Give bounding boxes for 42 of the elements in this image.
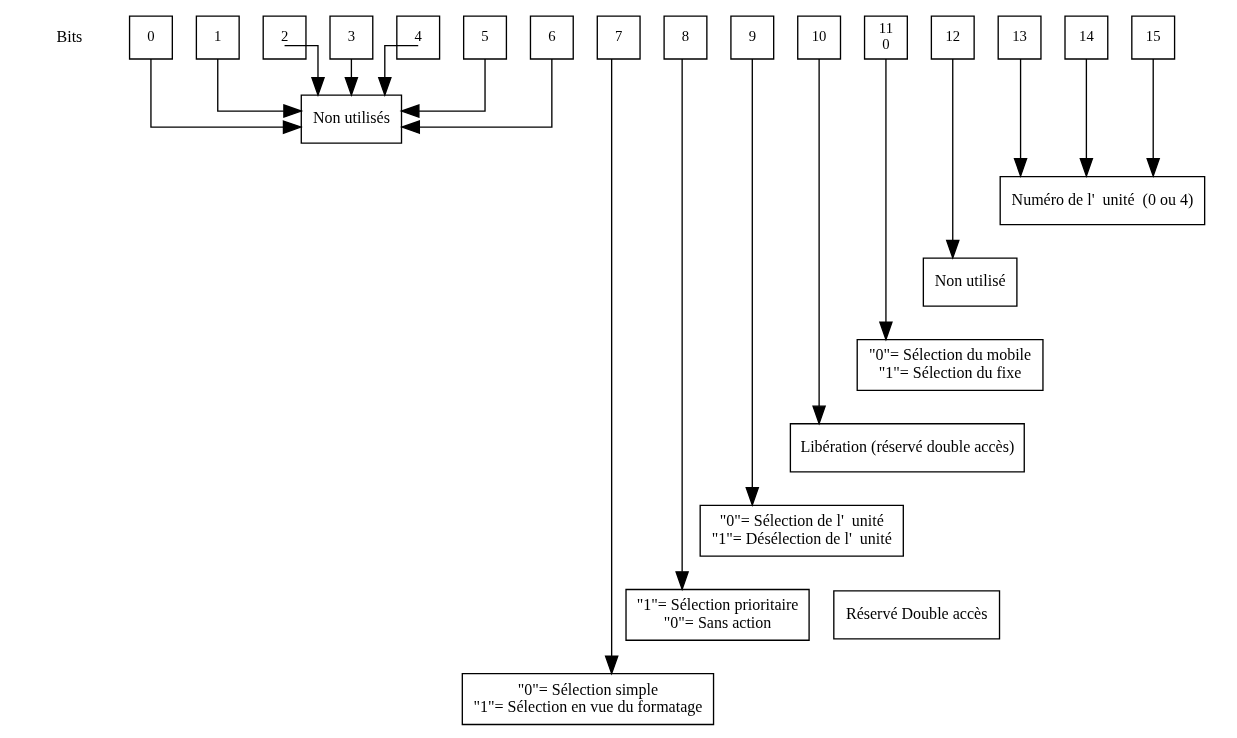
arrow xyxy=(399,58,552,135)
node-box: 2 xyxy=(262,15,307,60)
node-box: Libération (réservé double accès) xyxy=(789,423,1025,473)
node-box: 1 xyxy=(195,15,240,60)
node-box: "1"= Sélection prioritaire "0"= Sans action xyxy=(624,588,810,641)
arrow xyxy=(377,44,419,98)
arrow xyxy=(945,58,960,260)
arrow xyxy=(283,44,325,98)
arrow xyxy=(1078,58,1093,178)
arrow xyxy=(878,58,893,342)
node-box: 0 xyxy=(128,15,173,60)
arrow xyxy=(674,58,689,592)
node-box: "0"= Sélection du mobile "1"= Sélection du fixe xyxy=(856,338,1044,392)
arrow xyxy=(399,58,486,119)
arrow xyxy=(1145,58,1160,178)
node-box: 10 xyxy=(796,15,841,60)
label: Bits xyxy=(56,27,82,45)
arrow xyxy=(343,58,358,98)
node-box: 7 xyxy=(596,15,641,60)
node-box: 5 xyxy=(462,15,507,60)
node-box: Réservé Double accès xyxy=(832,590,1000,640)
node-box: Non utilisés xyxy=(300,94,402,144)
node-box: "0"= Sélection de l' unité "1"= Désélection de l' unité xyxy=(699,504,904,557)
arrow xyxy=(744,58,759,508)
arrow xyxy=(216,58,303,119)
node-box: Non utilisé xyxy=(922,257,1018,307)
node-box: 12 xyxy=(930,15,975,60)
node-box: 3 xyxy=(328,15,373,60)
node-box: 11 0 xyxy=(863,15,908,60)
node-box: Numéro de l' unité (0 ou 4) xyxy=(999,175,1205,226)
node-box: 15 xyxy=(1130,15,1175,60)
node-box: 13 xyxy=(997,15,1042,60)
node-box: 9 xyxy=(729,15,774,60)
arrow xyxy=(604,58,619,676)
node-box: "0"= Sélection simple "1"= Sélection en vue du formatage xyxy=(461,673,714,726)
node-box: 6 xyxy=(529,15,574,60)
arrow xyxy=(811,58,826,426)
arrow xyxy=(149,58,303,135)
node-box: 8 xyxy=(662,15,708,60)
arrow xyxy=(1013,58,1028,178)
node-box: 14 xyxy=(1063,15,1108,60)
node-box: 4 xyxy=(395,15,440,60)
